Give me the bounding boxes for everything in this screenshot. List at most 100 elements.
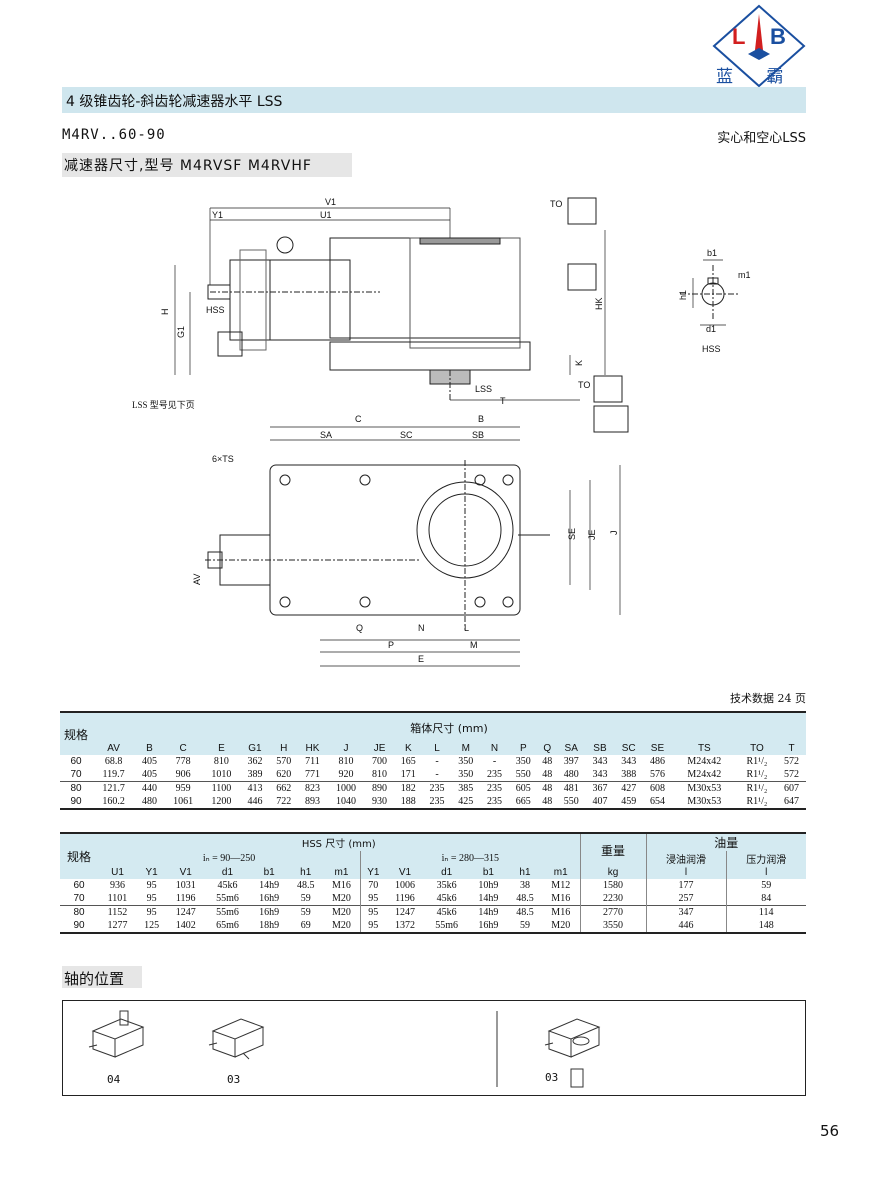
svg-text:E: E (418, 654, 424, 664)
column-header: N (490, 743, 499, 754)
table-cell: 165 (400, 756, 416, 767)
svg-text:N: N (418, 623, 425, 633)
position-03b-sketch (544, 1018, 601, 1088)
table-cell: 405 (142, 769, 158, 780)
position-04-sketch (88, 1010, 145, 1058)
table-cell: 14h9 (259, 880, 280, 891)
table-cell: 69 (300, 920, 311, 931)
table-cell: 2230 (579, 892, 646, 906)
column-header: B (146, 743, 153, 754)
table-cell: 620 (276, 769, 292, 780)
table-cell: 1000 (326, 781, 366, 795)
svg-text:AV: AV (192, 574, 202, 585)
column-header: Y1 (360, 866, 386, 879)
table-cell: 235 (487, 769, 503, 780)
column-header: SC (621, 743, 636, 754)
table-cell: 95 (360, 892, 386, 906)
table-cell: 48 (542, 769, 553, 780)
table-cell: 177 (645, 879, 726, 892)
table-cell: 171 (400, 769, 416, 780)
size-cell: 70 (70, 769, 82, 780)
table-cell: 182 (393, 781, 423, 795)
column-header: P (519, 743, 527, 754)
ratio-range-b: iₙ = 280—315 (360, 851, 580, 866)
table-cell: 397 (563, 756, 579, 767)
ratio-range-a: iₙ = 90—250 (202, 853, 256, 864)
table-cell: 930 (372, 796, 388, 807)
table-cell: 389 (247, 769, 263, 780)
table-cell: R1¹/₂ (736, 781, 777, 795)
table-cell: 771 (304, 769, 320, 780)
table-cell: 343 (592, 756, 608, 767)
table-cell: R1¹/₂ (746, 796, 768, 807)
table-cell: 572 (784, 769, 799, 780)
table2-group-title: HSS 尺寸 (mm) (301, 839, 376, 850)
svg-text:J: J (609, 531, 619, 536)
table-cell: M24x42 (687, 769, 722, 780)
table-cell: 486 (649, 756, 665, 767)
position-label: 03 (227, 1073, 241, 1086)
table-cell: 3550 (579, 919, 646, 933)
table-cell: 350 (515, 756, 531, 767)
svg-text:h1: h1 (678, 290, 688, 300)
table-cell: 59 (288, 905, 323, 919)
subtitle-bar (62, 153, 352, 177)
table-cell: 572 (784, 756, 799, 767)
table-cell: - (492, 756, 497, 767)
table-cell: 1402 (175, 920, 196, 931)
table-cell: 550 (515, 769, 531, 780)
column-header: SA (564, 743, 578, 754)
table-cell: 235 (480, 781, 509, 795)
svg-text:LSS 型号见下页: LSS 型号见下页 (132, 400, 195, 410)
lubrication-icons (217, 197, 629, 433)
table-cell: 48 (542, 756, 553, 767)
table-cell: 48 (537, 781, 557, 795)
column-header: JE (373, 743, 386, 754)
table-cell: 446 (247, 796, 263, 807)
column-header: U1 (111, 867, 124, 878)
size-cell: 90 (70, 796, 82, 807)
column-header: h1 (300, 867, 312, 878)
table-cell: M30x53 (687, 796, 722, 807)
table-cell: 95 (146, 880, 157, 891)
table-cell: 70 (360, 879, 386, 892)
table-cell: 1031 (175, 880, 196, 891)
svg-text:T: T (500, 396, 506, 406)
table-cell: 235 (487, 796, 503, 807)
table-cell: 48.5 (296, 880, 315, 891)
table-cell: 1277 (107, 920, 128, 931)
table-cell: M20 (332, 893, 351, 904)
table-cell: 427 (614, 781, 644, 795)
table-cell: 362 (247, 756, 263, 767)
column-header: G1 (248, 743, 262, 754)
column-header: H (280, 743, 288, 754)
position-label: 03 (545, 1071, 559, 1084)
table-cell: 810 (372, 769, 388, 780)
svg-text:HSS: HSS (206, 305, 225, 315)
table-cell: 576 (649, 769, 665, 780)
table-cell: 114 (725, 905, 806, 919)
svg-text:SC: SC (400, 430, 413, 440)
table-cell: 1100 (202, 781, 241, 795)
table-cell: 1200 (211, 796, 232, 807)
position-label: 04 (107, 1073, 121, 1086)
table-cell: 55m6 (205, 905, 250, 919)
table-cell: 1010 (211, 769, 232, 780)
table-cell: - (435, 769, 439, 780)
table-cell: 235 (429, 796, 445, 807)
table-cell: 48.5 (516, 893, 534, 904)
table-cell: 55m6 (435, 920, 459, 931)
side-view (207, 236, 531, 400)
table-cell: M20 (332, 920, 351, 931)
table-cell: 119.7 (102, 769, 125, 780)
table-cell: 654 (649, 796, 665, 807)
table-cell: 95 (146, 893, 157, 904)
size-cell: 60 (73, 880, 85, 891)
table-cell: 823 (298, 781, 327, 795)
column-header: L (434, 743, 440, 754)
column-header: SB (593, 743, 607, 754)
column-header: h1 (519, 867, 531, 878)
svg-text:SA: SA (320, 430, 332, 440)
